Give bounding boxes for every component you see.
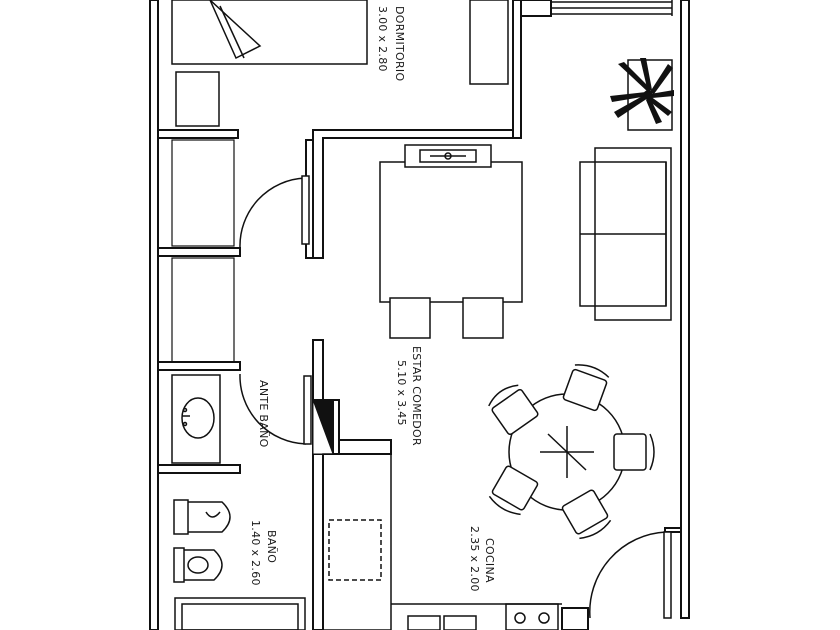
exterior-walls	[149, 0, 690, 630]
bed	[171, 0, 368, 65]
stove	[505, 603, 559, 630]
estar-comedor-dims-label: 5.10 x 3.45	[395, 360, 408, 426]
nightstand	[175, 71, 220, 127]
round-table-chairs	[488, 364, 655, 540]
cocina-name-label: COCINA	[483, 538, 496, 583]
door-bedroom	[239, 175, 310, 249]
closet-lower	[171, 257, 235, 363]
bathtub	[174, 597, 306, 630]
dining-table	[379, 144, 523, 303]
bedroom-dims-label: 3.00 x 2.80	[376, 6, 389, 72]
bidet	[173, 547, 223, 583]
door-entry	[589, 531, 672, 619]
door-ante-bano	[239, 373, 312, 445]
bedroom-wardrobe	[469, 0, 509, 85]
dining-chair-left	[389, 297, 431, 339]
estar-comedor-name-label: ESTAR COMEDOR	[410, 346, 423, 446]
cocina-dims-label: 2.35 x 2.00	[468, 526, 481, 592]
bano-name-label: BAÑO	[265, 530, 278, 563]
sofa	[579, 147, 672, 321]
bano-dims-label: 1.40 x 2.60	[249, 520, 262, 586]
washbasin	[171, 374, 221, 464]
ante-bano-label: ANTE BAÑO	[257, 380, 270, 448]
closet-upper	[171, 139, 235, 247]
kitchen-sink	[407, 615, 477, 630]
window-top-right	[551, 0, 673, 16]
plant	[610, 58, 674, 131]
toilet	[173, 499, 231, 535]
bedroom-name-label: DORMITORIO	[393, 6, 406, 81]
dining-chair-right	[462, 297, 504, 339]
